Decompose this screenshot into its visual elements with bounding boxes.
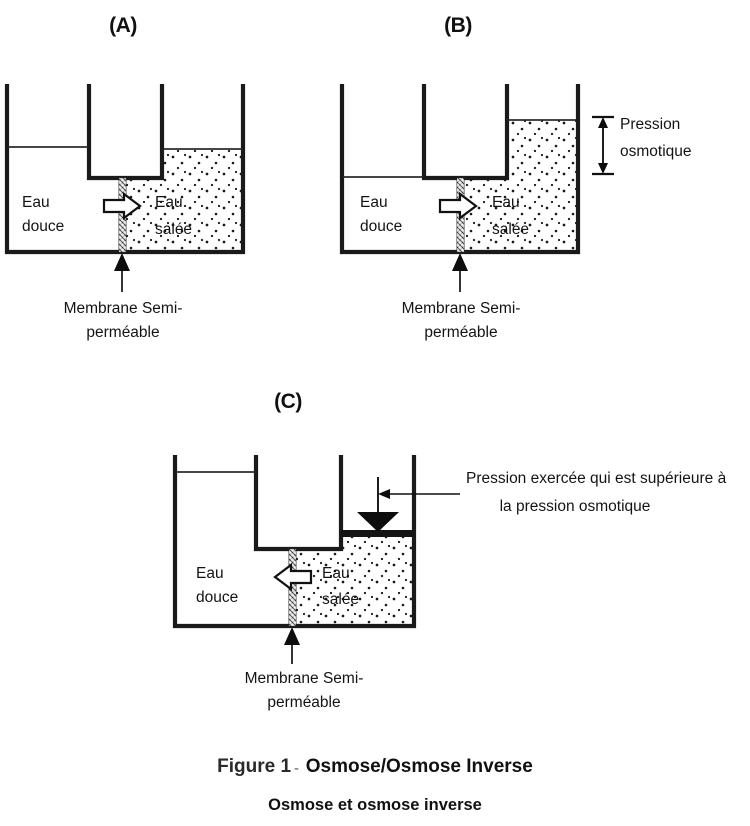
panel-b-membrane-label-line2: perméable	[424, 324, 497, 341]
panel-b-pressure-arrow-head-down	[598, 163, 608, 174]
panel-c-applied-pressure-head	[357, 512, 399, 532]
panel-b-flow-arrow-right	[438, 191, 478, 221]
panel-c-pressure-label-line1: Pression exercée qui est supérieure à	[466, 470, 727, 487]
panel-b-label: (B)	[444, 14, 472, 37]
panel-c-salt-water-fill-lower	[292, 551, 342, 624]
panel-c-fresh-label-line2: douce	[196, 589, 238, 606]
panel-b-fresh-label-line1: Eau	[360, 194, 388, 211]
caption-figure-number: Figure 1	[217, 756, 292, 777]
panel-b-fresh-label-line2: douce	[360, 218, 402, 235]
panel-a-flow-arrow-right	[102, 191, 142, 221]
panel-c-membrane-label-line2: perméable	[267, 694, 340, 711]
panel-c-pressure-label-line2: la pression osmotique	[500, 498, 651, 515]
panel-a-membrane-label-line1: Membrane Semi-	[64, 300, 183, 317]
panel-b-pressure-arrow-head-up	[598, 117, 608, 128]
panel-c-fresh-label-line1: Eau	[196, 565, 224, 582]
panel-c-label: (C)	[274, 390, 302, 413]
panel-a-salt-label-line1: Eau	[155, 194, 183, 211]
caption-line-main: Figure 1-Osmose/Osmose Inverse	[0, 756, 750, 778]
caption-title: Osmose/Osmose Inverse	[305, 756, 533, 777]
panel-b-inner-tube	[421, 84, 510, 181]
panel-c-salt-label-line2: salée	[322, 591, 359, 608]
panel-c-membrane-label-line1: Membrane Semi-	[245, 670, 364, 687]
panel-b-pressure-label-line2: osmotique	[620, 143, 692, 160]
panel-c-salt-label-line1: Eau	[322, 565, 350, 582]
panel-c-piston-bar	[341, 530, 415, 537]
panel-a-membrane-pointer-head	[114, 253, 130, 271]
panel-b-membrane-label-line1: Membrane Semi-	[402, 300, 521, 317]
panel-c-flow-arrow-left	[273, 562, 313, 592]
caption-subtitle: Osmose et osmose inverse	[268, 796, 482, 814]
panel-b-salt-label-line2: salée	[492, 221, 529, 238]
panel-c-salt-water-fill	[341, 536, 414, 624]
panel-c: (C) Pression exercée qui est supérieure …	[172, 390, 727, 711]
panel-b-pressure-label-line1: Pression	[620, 116, 680, 133]
panel-a-salt-label-line2: salée	[155, 221, 192, 238]
panel-b-salt-water-fill-lower	[460, 180, 508, 250]
panel-b-salt-label-line1: Eau	[492, 194, 520, 211]
panel-c-inner-tube	[253, 455, 344, 552]
panel-a-membrane-label-line2: perméable	[86, 324, 159, 341]
panel-a-fresh-label-line1: Eau	[22, 194, 50, 211]
panel-c-callout-pointer-head	[378, 489, 390, 499]
panel-a-fresh-label-line2: douce	[22, 218, 64, 235]
panel-c-membrane-overlay	[289, 549, 296, 626]
panel-a-inner-tube	[86, 84, 165, 181]
panel-c-membrane-pointer-head	[284, 627, 300, 645]
panel-a-label: (A)	[109, 14, 137, 37]
panel-a: (A) Eau douce Eau salée	[4, 14, 246, 341]
caption-dash: -	[294, 761, 299, 776]
panel-a-membrane-overlay	[119, 178, 126, 252]
panel-b: (B) Eau douce Eau salée	[339, 14, 692, 341]
figure-caption: Figure 1-Osmose/Osmose Inverse Osmose et…	[0, 756, 750, 815]
panel-a-salt-water-fill	[162, 149, 243, 250]
panel-b-membrane-pointer-head	[452, 253, 468, 271]
panel-b-salt-water-fill	[507, 120, 578, 250]
